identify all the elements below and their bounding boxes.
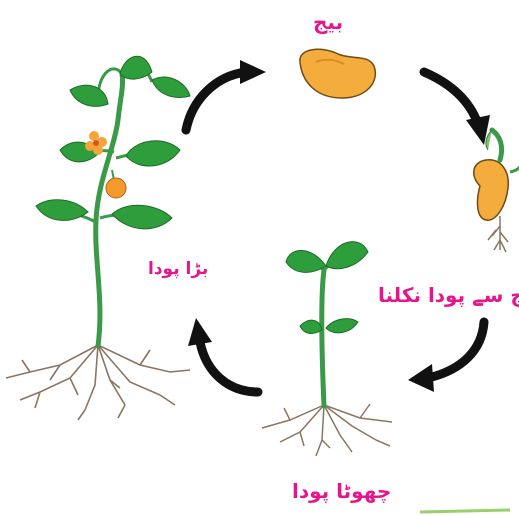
germination-label: بیج سے پودا نکلنا <box>378 285 519 305</box>
germinating-seed-illustration <box>474 130 519 252</box>
big-plant-stem-and-leaves <box>36 56 190 346</box>
arrow-bigplant-to-seed <box>186 60 266 130</box>
big-plant-label: بڑا پودا <box>148 261 208 278</box>
fruit-icon <box>106 170 126 198</box>
arrow-germination-to-small-plant <box>408 322 484 392</box>
seed-label: بیج <box>313 12 343 32</box>
arrow-small-plant-to-big-plant <box>188 318 258 392</box>
small-plant-label: چھوٹا پودا <box>292 481 391 501</box>
small-plant-roots <box>262 404 392 456</box>
seed-illustration <box>300 49 376 98</box>
small-plant-illustration <box>286 242 368 406</box>
big-plant-roots <box>6 345 190 420</box>
decorative-stroke <box>420 510 510 512</box>
arrow-seed-to-germination <box>424 72 490 145</box>
